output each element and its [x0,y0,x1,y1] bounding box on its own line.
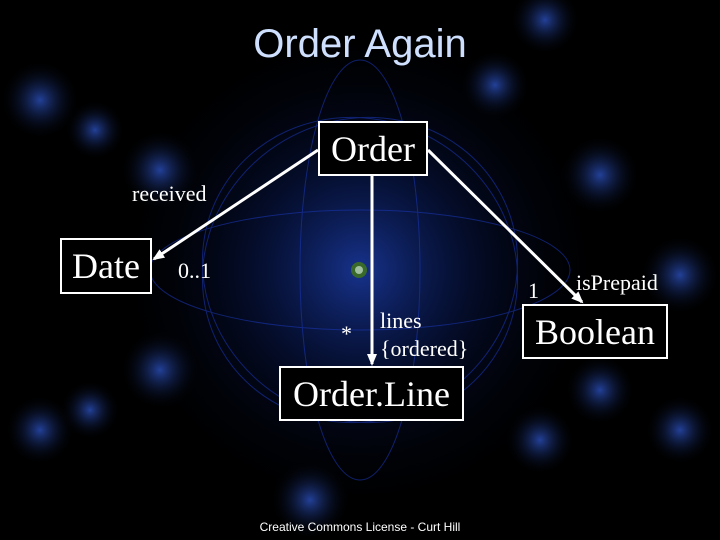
label-line-multiplicity: * [341,321,352,346]
label-received: received [132,181,207,206]
class-boolean: Boolean [522,304,668,359]
class-order: Order [318,121,428,176]
slide-title: Order Again [253,22,467,66]
class-order-line: Order.Line [279,366,464,421]
label-date-multiplicity: 0..1 [178,258,211,283]
label-lines-constraint: {ordered} [380,336,469,361]
class-date: Date [60,238,152,294]
label-lines-role: lines [380,308,422,333]
label-is-prepaid: isPrepaid [576,270,658,295]
association-order-date [152,148,319,261]
association-order-boolean [426,148,584,304]
license-footer: Creative Commons License - Curt Hill [259,520,461,534]
label-boolean-multiplicity: 1 [528,278,539,303]
